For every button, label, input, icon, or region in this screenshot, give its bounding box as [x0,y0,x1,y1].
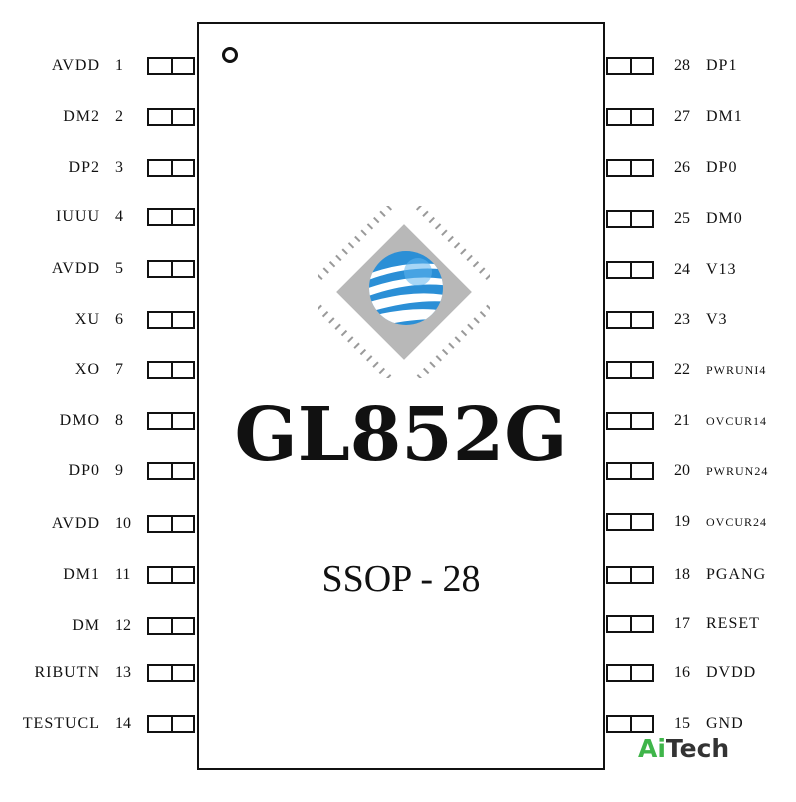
pin-lead [606,311,654,329]
pin-number: 15 [674,715,690,732]
pin-label: OVCUR24 [706,515,768,529]
pin-label: DP0 [68,462,100,479]
pin-lead [606,261,654,279]
pin-label: DP0 [706,159,738,176]
pin-label: GND [706,715,744,732]
pin-label: DM [72,617,100,634]
pin-lead [606,159,654,177]
pin-label: PGANG [706,566,767,583]
pin-number: 25 [674,210,690,227]
brand-watermark: AiTech [638,736,729,761]
pin-number: 7 [115,361,123,378]
pin-number: 4 [115,208,123,225]
pin-lead [147,617,195,635]
pin-lead [147,361,195,379]
pin-label: DP2 [68,159,100,176]
pin-lead [147,664,195,682]
pin-lead [606,664,654,682]
pin-lead [147,260,195,278]
pin-lead [606,513,654,531]
pin-lead [147,208,195,226]
pin-label: XU [74,311,100,328]
pin-lead [606,361,654,379]
pin-number: 2 [115,108,123,125]
package-type: SSOP - 28 [321,558,481,600]
chip-body [197,22,605,770]
pin-label: TESTUCL [22,715,100,732]
pin-label: XO [74,361,100,378]
pin-number: 23 [674,311,690,328]
pin-label: DM1 [63,566,100,583]
pin-label: DM0 [706,210,743,227]
pin-number: 3 [115,159,123,176]
pin-number: 11 [115,566,131,583]
pin-number: 14 [115,715,131,732]
brand-tech: Tech [665,734,730,763]
pin-lead [147,412,195,430]
pin-number: 26 [674,159,690,176]
chip-globe-icon [309,197,499,387]
pin-lead [606,615,654,633]
pin-number: 28 [674,57,690,74]
pin-label: DVDD [706,664,757,681]
pin-number: 19 [674,513,690,530]
pin-lead [147,57,195,75]
pin-number: 5 [115,260,123,277]
pin-number: 20 [674,462,690,479]
pin-lead [606,57,654,75]
pin-number: 9 [115,462,123,479]
part-number: GL852G [234,392,568,478]
pin-label: DM2 [63,108,100,125]
pin-lead [147,462,195,480]
pin-label: DP1 [706,57,738,74]
pin-lead [606,566,654,584]
pin-lead [606,210,654,228]
pin-number: 6 [115,311,123,328]
pin-label: PWRUN24 [706,464,769,478]
pin1-marker-icon [222,47,238,63]
pin-number: 1 [115,57,123,74]
pin-lead [147,515,195,533]
pin-lead [147,108,195,126]
pin-label: V3 [706,311,728,328]
pin-lead [147,566,195,584]
pin-number: 8 [115,412,123,429]
pin-number: 22 [674,361,690,378]
pin-label: RIBUTN [34,664,100,681]
pin-number: 16 [674,664,690,681]
pin-lead [147,311,195,329]
pin-lead [606,462,654,480]
pin-number: 12 [115,617,131,634]
pin-lead [606,108,654,126]
pin-number: 10 [115,515,131,532]
pin-number: 18 [674,566,690,583]
pin-number: 17 [674,615,690,632]
pin-lead [147,715,195,733]
pin-number: 21 [674,412,690,429]
pin-label: DM1 [706,108,743,125]
pin-label: V13 [706,261,737,278]
pin-lead [606,715,654,733]
pin-number: 24 [674,261,690,278]
brand-ai: Ai [638,734,666,763]
pin-number: 27 [674,108,690,125]
pin-lead [606,412,654,430]
pin-label: AVDD [51,57,100,74]
pin-label: AVDD [51,260,100,277]
pin-label: RESET [706,615,760,632]
pin-label: IUUU [56,208,100,225]
pin-lead [147,159,195,177]
pin-label: AVDD [51,515,100,532]
pin-number: 13 [115,664,131,681]
pin-label: DMO [59,412,100,429]
pin-label: PWRUNI4 [706,363,767,377]
pin-label: OVCUR14 [706,414,768,428]
